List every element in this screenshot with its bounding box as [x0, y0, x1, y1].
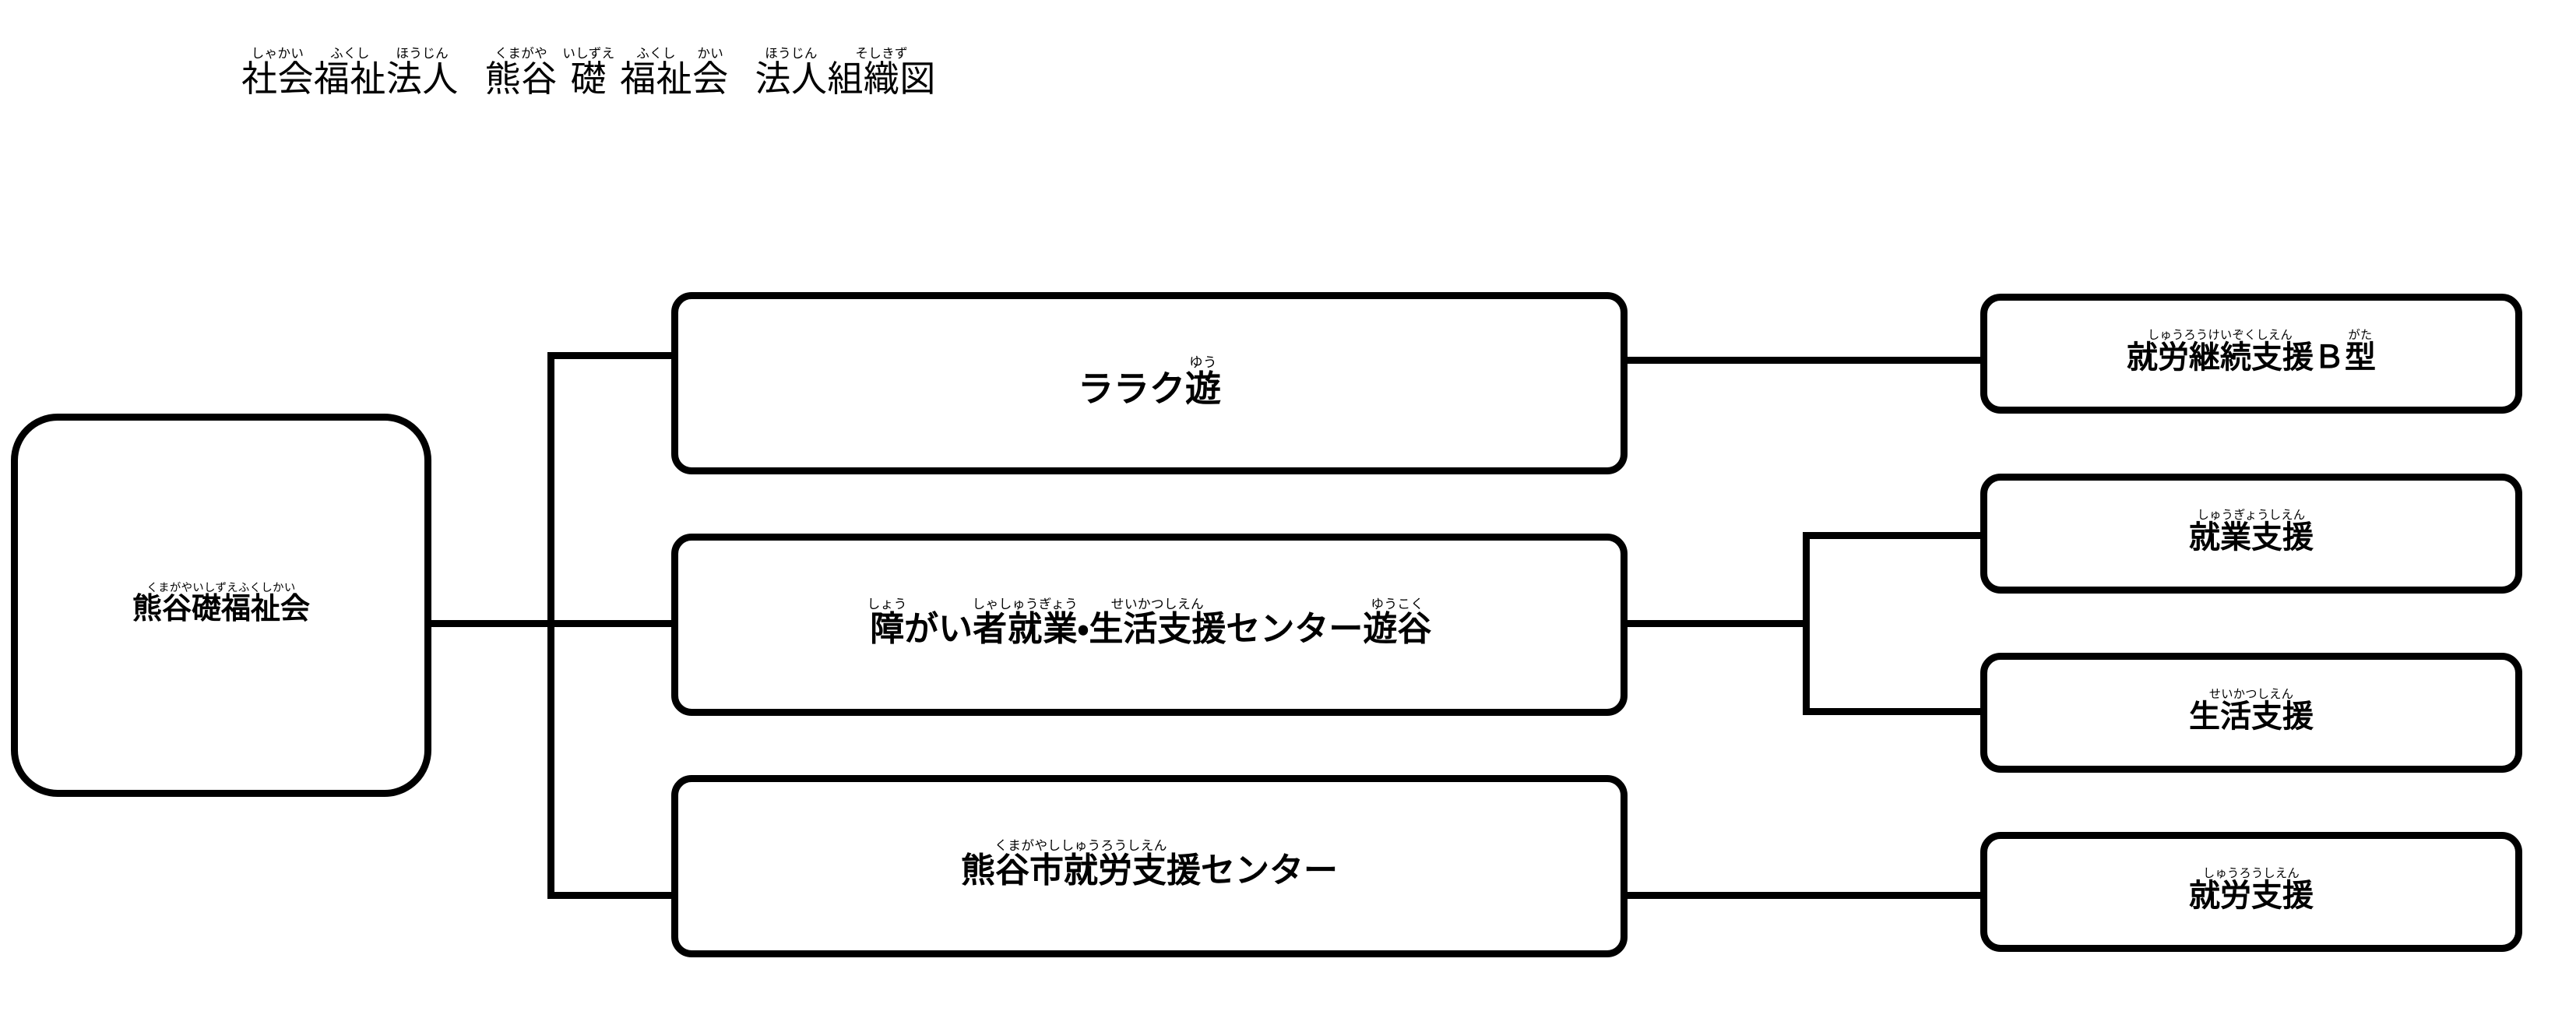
- ruby-text: ほうじん: [385, 45, 459, 61]
- connector-root-to-trunk: [431, 620, 554, 627]
- ruby-text: しゅうろうしえん: [2189, 867, 2314, 881]
- ruby-shuroushien: 就労支援しゅうろうしえん: [2189, 867, 2314, 914]
- label-separator: ・: [1077, 610, 1089, 649]
- org-node-shogaisha-center-yukoku[interactable]: 障しょうがい者就業しゃしゅうぎょう・生活支援せいかつしえんセンター遊谷ゆうこく: [671, 534, 1628, 716]
- ruby-text: かい: [692, 45, 729, 61]
- ruby-fukushi-2: 福祉ふくし: [620, 45, 693, 99]
- ruby-text: しゅうぎょうしえん: [2189, 509, 2314, 523]
- org-node-seikatsu-shien[interactable]: 生活支援せいかつしえん: [1980, 653, 2522, 773]
- connector-yukoku-to-trunk: [1621, 620, 1809, 627]
- org-node-label: ララク遊ゆう: [1067, 354, 1232, 413]
- ruby-text: くまがやいしずえふくしかい: [132, 581, 310, 594]
- ruby-text: くまがやししゅうろうしえん: [961, 838, 1201, 854]
- ruby-text: ふくし: [313, 45, 386, 61]
- ruby-houjin: 法人ほうじん: [385, 45, 459, 99]
- ruby-houjin-2: 法人ほうじん: [755, 45, 828, 99]
- ruby-text: ほうじん: [755, 45, 828, 61]
- org-node-root[interactable]: 熊谷礎福祉会くまがやいしずえふくしかい: [11, 414, 431, 797]
- org-node-shugyo-shien[interactable]: 就業支援しゅうぎょうしえん: [1980, 474, 2522, 594]
- connector-trunk-to-yukoku: [547, 620, 678, 627]
- ruby-fukushi: 福祉ふくし: [313, 45, 386, 99]
- org-node-label: 就労支援しゅうろうしえん: [2178, 867, 2324, 917]
- ruby-kai: 会かい: [692, 45, 729, 99]
- org-node-kumagaya-shi-shurou-center[interactable]: 熊谷市就労支援くまがやししゅうろうしえんセンター: [671, 775, 1628, 957]
- title-segment-corporation-type: 社会しゃかい福祉ふくし法人ほうじん: [241, 46, 459, 102]
- label-plain: センター: [1226, 610, 1364, 649]
- org-node-label: 就業支援しゅうぎょうしえん: [2178, 509, 2324, 559]
- org-node-shurou-shien[interactable]: 就労支援しゅうろうしえん: [1980, 832, 2522, 952]
- ruby-text: そしきず: [827, 45, 936, 61]
- ruby-shashugyo: 者就業しゃしゅうぎょう: [972, 597, 1079, 649]
- connector-trunk-to-seikatsu: [1803, 708, 1987, 715]
- ruby-text: せいかつしえん: [1089, 597, 1226, 612]
- title-segment-organization-name: 熊谷くまがや 礎いしずえ 福祉ふくし会かい: [485, 46, 729, 102]
- ruby-shakai: 社会しゃかい: [241, 45, 314, 99]
- label-plain: がい: [904, 610, 973, 649]
- org-node-label: 熊谷礎福祉会くまがやいしずえふくしかい: [121, 582, 321, 629]
- ruby-text: しゃかい: [241, 45, 314, 61]
- connector-trunk-to-kumagaya-center: [547, 892, 678, 899]
- ruby-text: いしずえ: [562, 45, 615, 61]
- org-node-shurou-keizoku-shien-b[interactable]: 就労継続支援しゅうろうけいぞくしえんＢ型がた: [1980, 294, 2522, 414]
- ruby-shugyoshien: 就業支援しゅうぎょうしえん: [2189, 509, 2314, 555]
- ruby-text: しょう: [867, 597, 907, 612]
- ruby-text: くまがや: [484, 45, 558, 61]
- connector-center-to-shuro: [1621, 892, 1987, 899]
- ruby-seikatsushien-2: 生活支援せいかつしえん: [2189, 688, 2314, 735]
- label-plain: Ｂ: [2314, 340, 2345, 375]
- org-node-label: 生活支援せいかつしえん: [2178, 688, 2324, 738]
- ruby-text: しゅうろうけいぞくしえん: [2127, 329, 2314, 343]
- ruby-text: ゆう: [1185, 354, 1221, 370]
- ruby-yu: 遊ゆう: [1185, 354, 1221, 409]
- page-title: 社会しゃかい福祉ふくし法人ほうじん 熊谷くまがや 礎いしずえ 福祉ふくし会かい …: [241, 46, 936, 102]
- connector-trunk-to-shugyo: [1803, 532, 1987, 539]
- ruby-kumagaya-ishizue-fukushikai: 熊谷礎福祉会くまがやいしずえふくしかい: [132, 581, 310, 626]
- connector-trunk-to-raraku: [547, 352, 678, 359]
- ruby-text: がた: [2345, 329, 2376, 343]
- ruby-yukoku: 遊谷ゆうこく: [1363, 597, 1432, 649]
- label-plain: センター: [1201, 851, 1338, 890]
- org-node-label: 就労継続支援しゅうろうけいぞくしえんＢ型がた: [2116, 329, 2387, 379]
- org-node-label: 障しょうがい者就業しゃしゅうぎょう・生活支援せいかつしえんセンター遊谷ゆうこく: [857, 597, 1443, 652]
- ruby-kumagayashi-shurou-shien: 熊谷市就労支援くまがやししゅうろうしえん: [961, 838, 1201, 890]
- ruby-soshikizu: 組織図そしきず: [827, 45, 936, 99]
- ruby-text: せいかつしえん: [2189, 688, 2314, 702]
- ruby-text: ゆうこく: [1363, 597, 1432, 612]
- ruby-gata: 型がた: [2345, 329, 2376, 375]
- label-plain: ララク: [1078, 368, 1185, 409]
- ruby-seikatsushien: 生活支援せいかつしえん: [1089, 597, 1226, 649]
- connector-raraku-to-btype: [1621, 357, 1987, 364]
- ruby-sho: 障しょう: [867, 597, 907, 649]
- connector-trunk-level2: [1803, 532, 1810, 715]
- ruby-kumagaya: 熊谷くまがや: [484, 45, 558, 99]
- org-node-label: 熊谷市就労支援くまがやししゅうろうしえんセンター: [950, 838, 1349, 893]
- title-segment-chart-type: 法人ほうじん組織図そしきず: [755, 46, 936, 102]
- ruby-shurou-keizoku-shien: 就労継続支援しゅうろうけいぞくしえん: [2127, 329, 2314, 375]
- ruby-text: しゃしゅうぎょう: [972, 597, 1079, 612]
- ruby-text: ふくし: [620, 45, 693, 61]
- org-node-raraku-yu[interactable]: ララク遊ゆう: [671, 292, 1628, 474]
- ruby-ishizue: 礎いしずえ: [562, 45, 615, 99]
